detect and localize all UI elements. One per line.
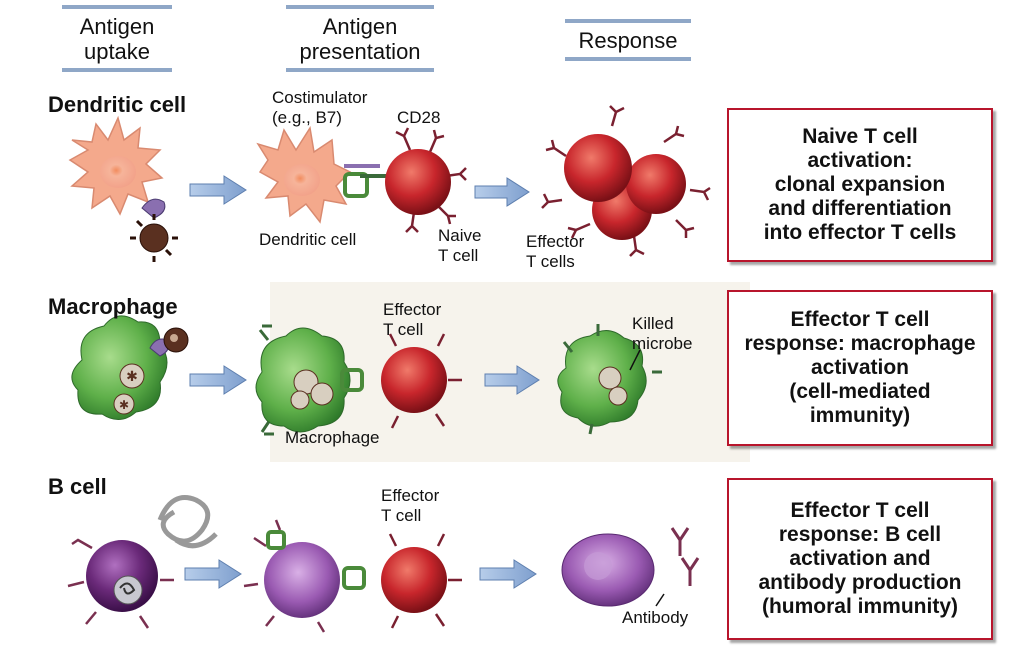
header-response: Response xyxy=(565,19,691,61)
row-label-macrophage: Macrophage xyxy=(48,294,178,319)
label-killed-microbe: Killed microbe xyxy=(632,314,693,353)
outcome-text: Naive T cell activation: clonal expansio… xyxy=(763,125,957,244)
b-cell-uptake xyxy=(67,495,218,629)
outcome-box-macrophage-activation: Effector T cell response: macrophage act… xyxy=(727,290,993,446)
header-antigen-uptake: Antigen uptake xyxy=(62,5,172,72)
header-bar xyxy=(286,5,434,9)
activated-macrophage xyxy=(557,324,662,435)
svg-text:✱: ✱ xyxy=(119,398,129,412)
header-bar xyxy=(565,57,691,61)
header-bar xyxy=(62,5,172,9)
label-macrophage: Macrophage xyxy=(285,428,380,447)
label-costimulator: Costimulator (e.g., B7) xyxy=(272,88,368,127)
antibody-icon xyxy=(655,527,700,607)
dendritic-cell-uptake xyxy=(68,115,178,262)
arrow-right-icon xyxy=(484,365,540,395)
arrow-right-icon xyxy=(479,559,537,589)
b-cell-presenting xyxy=(243,519,366,633)
header-antigen-uptake-text: Antigen uptake xyxy=(79,14,155,64)
arrow-right-icon xyxy=(189,365,247,395)
plasma-cell xyxy=(561,533,655,607)
label-dendritic-cell: Dendritic cell xyxy=(259,230,357,249)
header-antigen-presentation: Antigen presentation xyxy=(286,5,434,72)
outcome-box-b-cell-activation: Effector T cell response: B cell activat… xyxy=(727,478,993,640)
label-effector-t-cell-row2: Effector T cell xyxy=(383,300,442,339)
label-effector-t-cells: Effector T cells xyxy=(526,232,585,271)
svg-text:✱: ✱ xyxy=(126,368,138,384)
label-antibody: Antibody xyxy=(622,608,689,627)
outcome-text: Effector T cell response: B cell activat… xyxy=(758,499,962,618)
label-naive-t-cell: Naive T cell xyxy=(438,226,482,265)
macrophage-uptake: ✱ ✱ xyxy=(71,315,189,420)
header-bar xyxy=(565,19,691,23)
arrow-right-icon xyxy=(474,177,530,207)
effector-t-cells xyxy=(541,105,711,257)
effector-t-cell-b-row xyxy=(381,533,462,629)
label-cd28: CD28 xyxy=(397,108,441,127)
row-label-dendritic-cell: Dendritic cell xyxy=(48,92,187,117)
header-bar xyxy=(286,68,434,72)
header-response-text: Response xyxy=(578,28,678,53)
header-bar xyxy=(62,68,172,72)
macrophage-presenting xyxy=(255,324,364,436)
arrow-right-icon xyxy=(189,175,247,205)
label-effector-t-cell-row3: Effector T cell xyxy=(381,486,440,525)
row-label-b-cell: B cell xyxy=(48,474,107,499)
outcome-box-naive-activation: Naive T cell activation: clonal expansio… xyxy=(727,108,993,262)
outcome-text: Effector T cell response: macrophage act… xyxy=(744,308,976,427)
naive-t-cell xyxy=(385,127,467,233)
dendritic-cell-presenting xyxy=(256,125,390,224)
effector-t-cell-macrophage-row xyxy=(381,333,462,429)
header-antigen-presentation-text: Antigen presentation xyxy=(299,14,421,64)
arrow-right-icon xyxy=(184,559,242,589)
